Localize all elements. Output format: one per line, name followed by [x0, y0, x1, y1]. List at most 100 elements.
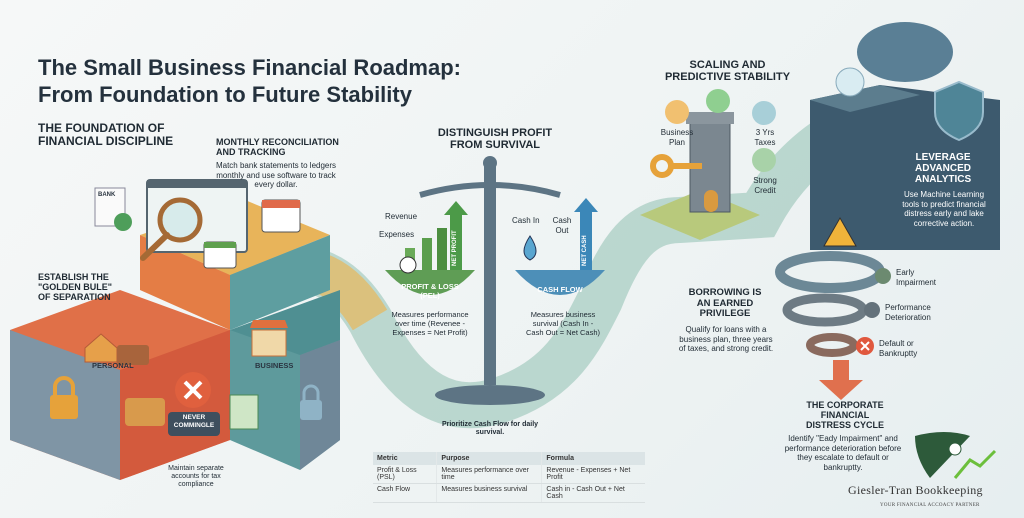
foundation-heading-line2: FINANCIAL DISCIPLINE — [38, 133, 174, 148]
clock-icon — [399, 256, 417, 274]
table-cell: Measures business survival — [436, 483, 542, 503]
table-header-cell: Metric — [373, 452, 437, 465]
reconciliation-heading-line2: AND TRACKING — [216, 147, 286, 157]
distress-spiral-bottom — [806, 333, 858, 357]
logo-tagline: YOUR FINANCIAL ACCOACY PARTNER — [880, 503, 980, 508]
tower-battlement — [686, 112, 734, 124]
brain-icon — [857, 22, 953, 82]
calendar-header — [262, 200, 300, 208]
stage-performance-deterioration: Performance Deterioration — [885, 303, 931, 322]
business-label: BUSINESS — [255, 361, 294, 370]
credit-shield-icon — [752, 148, 776, 172]
distress-spiral-middle — [782, 293, 868, 327]
growth-bar — [422, 238, 432, 270]
distress-heading-line2: FINANCIAL — [820, 410, 870, 420]
net-profit-label: NET PROFIT — [452, 230, 458, 266]
magnifier-handle — [140, 232, 170, 261]
table-cell: Cash Flow — [373, 483, 437, 503]
profit-survival-heading-line2: FROM SURVIVAL — [449, 139, 541, 151]
shield-icon — [934, 80, 984, 142]
lock-shackle — [302, 384, 320, 400]
golden-cube-left — [140, 235, 230, 330]
software-window-titlebar — [147, 180, 247, 188]
tower-door — [704, 190, 718, 212]
net-cash-label: NET CASH — [582, 235, 588, 266]
logo-growth-arrow — [953, 449, 997, 479]
analytics-heading-line1: LEVERAGE — [915, 152, 971, 163]
performance-icon — [864, 302, 880, 318]
key-icon — [650, 154, 674, 178]
table-cell: Cash in - Cash Out + Net Cash — [541, 483, 645, 503]
scaling-heading-line1: SCALING AND — [689, 59, 766, 71]
golden-rule-line3: OF SEPARATION — [38, 292, 111, 302]
scaling-heading-line2: PREDICTIVE STABILITY — [664, 71, 791, 83]
taxes-icon — [752, 101, 776, 125]
key-shaft — [670, 163, 702, 169]
document-icon — [706, 89, 730, 113]
stage-default: Default or Bankruptty — [879, 339, 918, 358]
revenue-label: Revenue — [385, 212, 418, 221]
personal-vault-side — [120, 330, 230, 480]
early-impairment-icon — [875, 268, 891, 284]
business-plan-label: Business Plan — [660, 128, 694, 147]
magnifier-icon — [157, 197, 203, 243]
golden-rule-line2: "GOLDEN BULE" — [38, 282, 113, 292]
reconciliation-heading-line1: MONTHLY RECONCILIATION — [216, 137, 339, 147]
business-plan-icon — [665, 100, 689, 124]
borrowing-heading-line3: PRIVILEGE — [699, 308, 751, 319]
borrowing-heading-line1: BORROWING IS — [688, 287, 762, 298]
borrowing-heading-line2: AN EARNED — [696, 297, 754, 309]
expenses-label: Expenses — [379, 230, 415, 239]
analytics-pillar-top — [810, 85, 920, 112]
pl-description: Measures performance over time (Revenee … — [391, 310, 469, 337]
foundation-heading-line1: THE FOUNDATION OF — [38, 121, 165, 135]
wallet-icon — [125, 398, 165, 426]
stage-early-impairment: Early Impairment — [896, 268, 937, 287]
cf-description: Measures business survival (Cash In - Ca… — [526, 310, 600, 337]
table-header-cell: Purpose — [436, 452, 542, 465]
priority-text: Prioritize Cash Flow for daily survival. — [441, 421, 539, 436]
storefront-awning — [250, 320, 288, 328]
credit-label: Strong Credit — [753, 176, 777, 195]
wallet-icon — [117, 345, 149, 365]
pl-pan — [385, 270, 475, 295]
lock-icon — [300, 400, 322, 420]
never-commingle-line2: COMMINGLE — [173, 422, 215, 429]
scale-finial — [483, 156, 497, 170]
analytics-text: Use Machine Learning tools to predict fi… — [902, 190, 986, 228]
bank-label: BANK — [98, 192, 116, 198]
distress-heading-line3: DISTRESS CYCLE — [805, 420, 884, 430]
pl-label-line1: PROFIT & LOSS — [401, 282, 459, 291]
analytics-heading-line3: ANALYTICS — [914, 174, 972, 185]
down-arrow-icon — [819, 360, 863, 400]
table-cell: Revenue - Expenses + Net Profit — [541, 465, 645, 484]
table-cell: Profit & Loss (PSL) — [373, 465, 437, 484]
storefront-icon — [251, 329, 287, 357]
profit-survival-heading-line1: DISTINGUISH PROFIT — [437, 127, 553, 139]
cash-out-label: Cash Out — [552, 216, 572, 235]
logo-coin-icon — [948, 442, 962, 456]
distress-heading-line1: THE CORPORATE — [806, 400, 884, 410]
net-profit-arrow — [444, 201, 468, 270]
ledger-icon — [229, 394, 259, 430]
logo-name: Giesler-Tran Bookkeeping — [848, 483, 983, 497]
pl-label-line2: (PEL) — [420, 291, 440, 300]
table-cell: Measures performance over time — [436, 465, 542, 484]
cash-in-label: Cash In — [512, 216, 540, 225]
borrowing-text: Qualify for loans with a business plan, … — [678, 325, 774, 353]
golden-cube-right — [230, 235, 330, 330]
page-title: The Small Business Financial Roadmap:Fro… — [38, 54, 461, 108]
x-mark-cross — [183, 380, 203, 400]
water-drop-icon — [523, 235, 537, 261]
scale-pillar — [484, 165, 496, 385]
